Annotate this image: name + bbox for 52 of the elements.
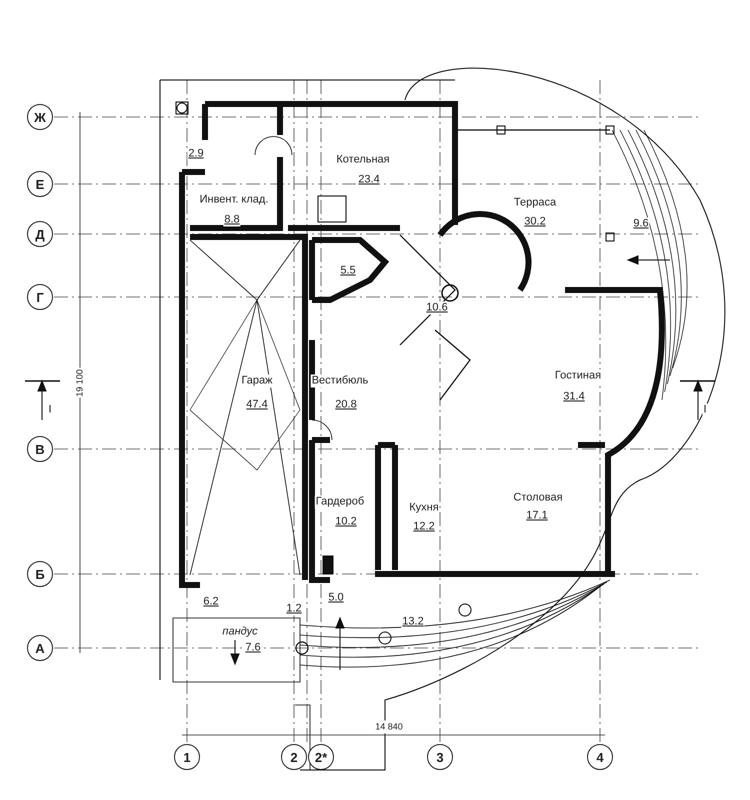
area-value: 20.8 <box>334 398 358 412</box>
area-value: 9.6 <box>632 218 650 230</box>
room-name: Кухня <box>408 502 440 514</box>
room-name: Гардероб <box>314 496 366 508</box>
area-value: 5.5 <box>339 264 357 278</box>
dimension-text: 14 840 <box>374 720 404 734</box>
room-name: Терраса <box>512 196 558 210</box>
room-name: Вестибюль <box>310 374 370 388</box>
axis-bubble <box>27 436 53 462</box>
area-value: 5.0 <box>327 592 345 604</box>
area-value: 2.9 <box>187 148 205 160</box>
area-value: 8.8 <box>223 214 241 226</box>
axis-bubble <box>174 744 200 770</box>
axis-label: Д <box>35 226 45 242</box>
axis-bubble <box>27 635 53 661</box>
axis-label: В <box>35 442 45 456</box>
area-value: 1.2 <box>285 602 303 616</box>
axis-bubble <box>427 744 453 770</box>
room-name: Гараж <box>240 374 274 388</box>
section-label: I <box>702 404 708 416</box>
axis-bubble <box>281 744 307 770</box>
axis-bubble <box>27 171 53 197</box>
room-name: Гостиная <box>554 370 602 382</box>
area-value: 10.2 <box>334 516 358 528</box>
axis-bubble <box>587 744 613 770</box>
area-value: 10.6 <box>425 302 449 314</box>
room-name: пандус <box>221 626 259 638</box>
area-value: 12.2 <box>412 520 436 534</box>
area-value: 30.2 <box>523 216 547 228</box>
axis-bubble <box>27 221 53 247</box>
axis-bubble <box>27 104 53 130</box>
area-value: 13.2 <box>401 616 425 628</box>
axis-label: Ж <box>34 110 46 124</box>
axis-label: 2 <box>290 750 298 764</box>
axis-label: 3 <box>436 750 444 764</box>
axis-bubble <box>27 561 53 587</box>
room-name: Инвент. клад. <box>198 194 270 206</box>
axis-label: Б <box>35 566 45 582</box>
axis-label: Г <box>36 290 44 304</box>
axis-label: 1 <box>183 750 191 764</box>
axis-bubble <box>27 284 53 310</box>
area-value: 7.6 <box>244 642 262 654</box>
area-value: 6.2 <box>202 596 220 608</box>
axis-label: Е <box>36 176 44 192</box>
axis-bubble <box>308 744 334 770</box>
area-value: 47.4 <box>245 398 269 412</box>
axis-label: 2* <box>314 750 328 764</box>
area-value: 17.1 <box>525 510 549 522</box>
area-value: 23.4 <box>357 174 381 186</box>
axis-label: А <box>35 640 45 656</box>
axis-label: 4 <box>596 750 604 764</box>
area-value: 31.4 <box>562 390 586 404</box>
